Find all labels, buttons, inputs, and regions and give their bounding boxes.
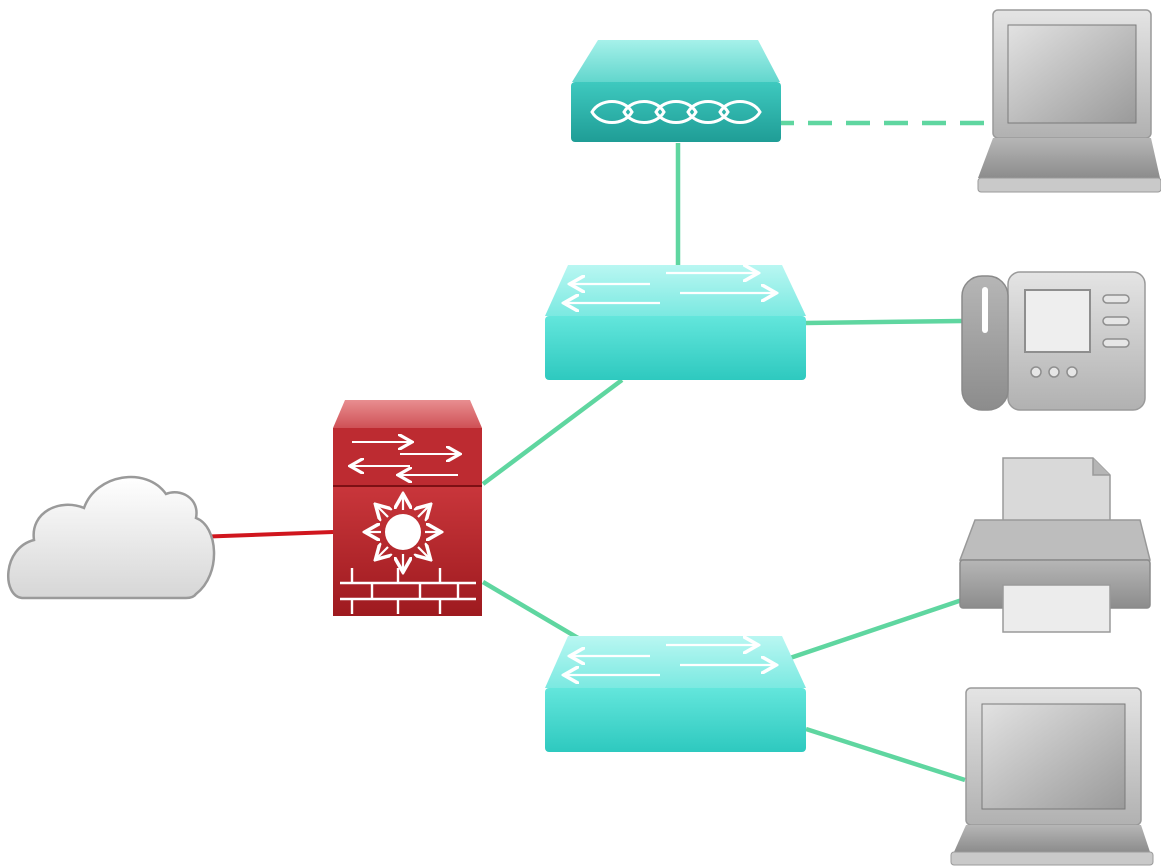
cloud-icon [7,475,216,600]
link-firewall-switch-upper [481,378,624,486]
link-switch-lower-printer [789,597,963,661]
wireless-ap-icon [571,40,781,142]
firewall-icon [333,400,482,616]
switch-icon [566,645,774,675]
link-internet-firewall [194,530,334,539]
links [194,120,992,783]
switch-lower [545,636,806,752]
printer-icon [958,457,1151,633]
switch-icon [566,273,774,303]
link-firewall-switch-lower [481,580,580,640]
ip-phone-icon [961,271,1146,411]
link-switch-lower-laptop-bottom [805,726,966,783]
link-switch-upper-ip-phone [805,318,963,326]
switch-upper [545,265,806,380]
laptop-icon [977,9,1161,193]
laptop-icon [950,687,1154,866]
